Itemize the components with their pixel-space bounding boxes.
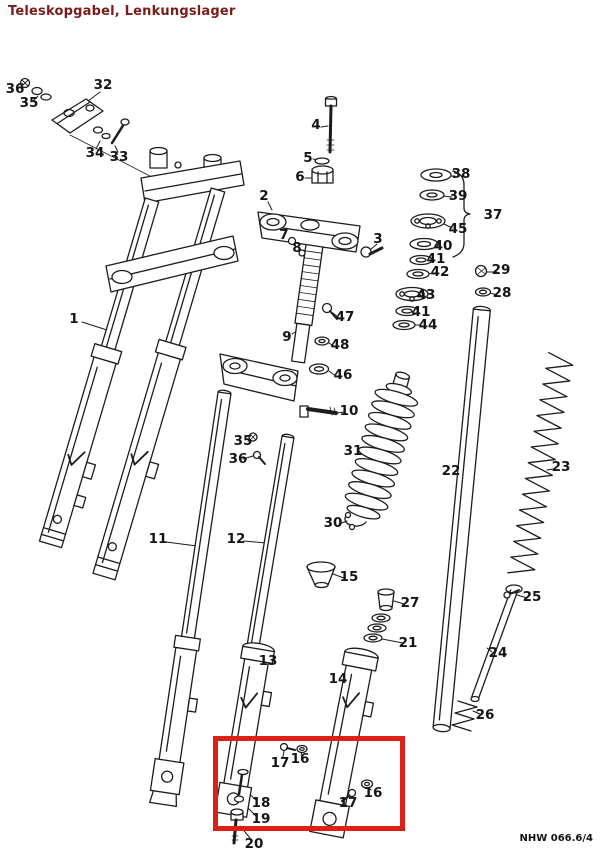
bushing-27 [377,588,395,612]
spring-clip-30 [344,511,367,531]
page-reference: NHW 066.6/4 [519,833,594,844]
clamp-bolt-3 [360,246,384,258]
steering-damper-bracket [19,77,151,177]
damper-tube-22 [432,305,491,733]
small-parts-46-48 [308,302,338,375]
top-yoke [257,211,361,253]
damper-rod-24 [470,584,523,703]
yoke-pinch-bolts-7-8 [287,236,306,257]
stem-washer-5 [314,157,330,165]
bolt-18-19-20 [230,768,249,845]
bracket-37 [452,170,471,258]
stem-nut-6 [311,165,334,184]
clamp-bolt-10 [299,405,338,418]
locknut-washer-28-29 [474,264,492,297]
page-title: Teleskopgabel, Lenkungslager [8,4,236,19]
drain-screws-right [341,779,374,802]
steering-stem-lower-clamp [219,243,324,402]
pinch-hardware-35-36 [248,432,266,465]
highlight-box [213,736,405,831]
steering-bearing-stack [392,168,471,331]
rebound-spring-26 [451,700,478,732]
rod-pin-25 [503,589,520,599]
stem-bolt-4 [324,95,338,154]
funnel-15 [306,561,336,589]
fork-spring-23 [507,351,574,574]
fork-spring-31 [344,371,419,520]
fork-assembly-complete [38,146,245,581]
seal-rings-21 [363,613,391,643]
fork-leg-11 [149,389,232,808]
drain-screws-left [279,742,308,754]
